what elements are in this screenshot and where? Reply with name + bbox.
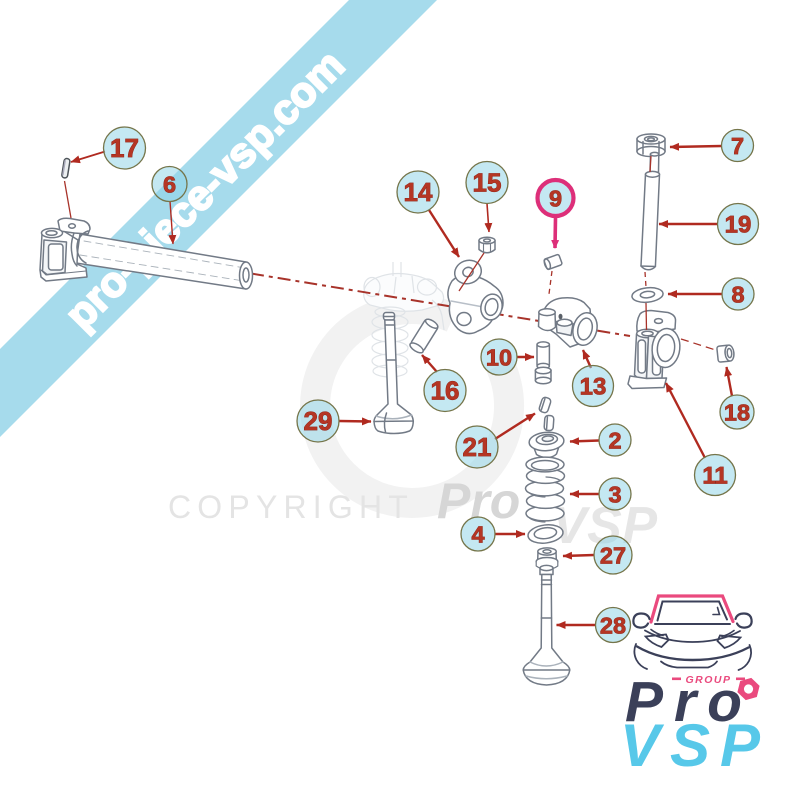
svg-text:Pro: Pro [625, 670, 742, 734]
svg-text:17: 17 [110, 133, 139, 163]
svg-text:19: 19 [725, 211, 752, 238]
svg-text:15: 15 [473, 168, 502, 198]
svg-text:14: 14 [404, 177, 433, 207]
svg-text:18: 18 [724, 399, 750, 425]
svg-text:4: 4 [471, 521, 484, 547]
svg-text:2: 2 [608, 427, 621, 453]
svg-text:VSP: VSP [620, 712, 761, 779]
svg-text:8: 8 [731, 281, 744, 307]
svg-text:COPYRIGHT: COPYRIGHT [168, 489, 414, 525]
svg-text:7: 7 [731, 133, 744, 159]
svg-text:28: 28 [600, 612, 626, 638]
svg-text:11: 11 [702, 462, 727, 489]
svg-text:16: 16 [431, 376, 460, 406]
svg-text:GROUP: GROUP [685, 674, 731, 686]
svg-text:10: 10 [486, 344, 512, 370]
svg-text:29: 29 [304, 406, 333, 436]
svg-text:3: 3 [608, 481, 621, 507]
svg-text:6: 6 [163, 171, 176, 197]
svg-text:21: 21 [463, 432, 492, 462]
svg-text:27: 27 [600, 542, 626, 568]
svg-text:9: 9 [549, 185, 562, 211]
svg-text:13: 13 [580, 373, 607, 400]
